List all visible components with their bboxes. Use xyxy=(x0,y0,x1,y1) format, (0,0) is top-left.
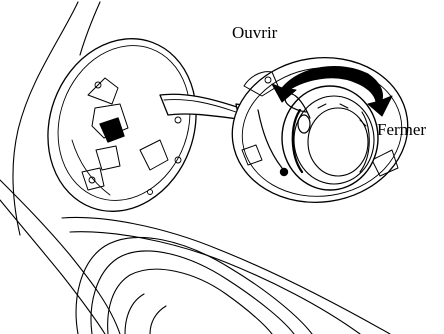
wheel-well xyxy=(76,237,312,334)
open-label: Ouvrir xyxy=(232,24,277,41)
close-label: Fermer xyxy=(377,121,426,138)
fuel-door-panel xyxy=(24,18,220,233)
